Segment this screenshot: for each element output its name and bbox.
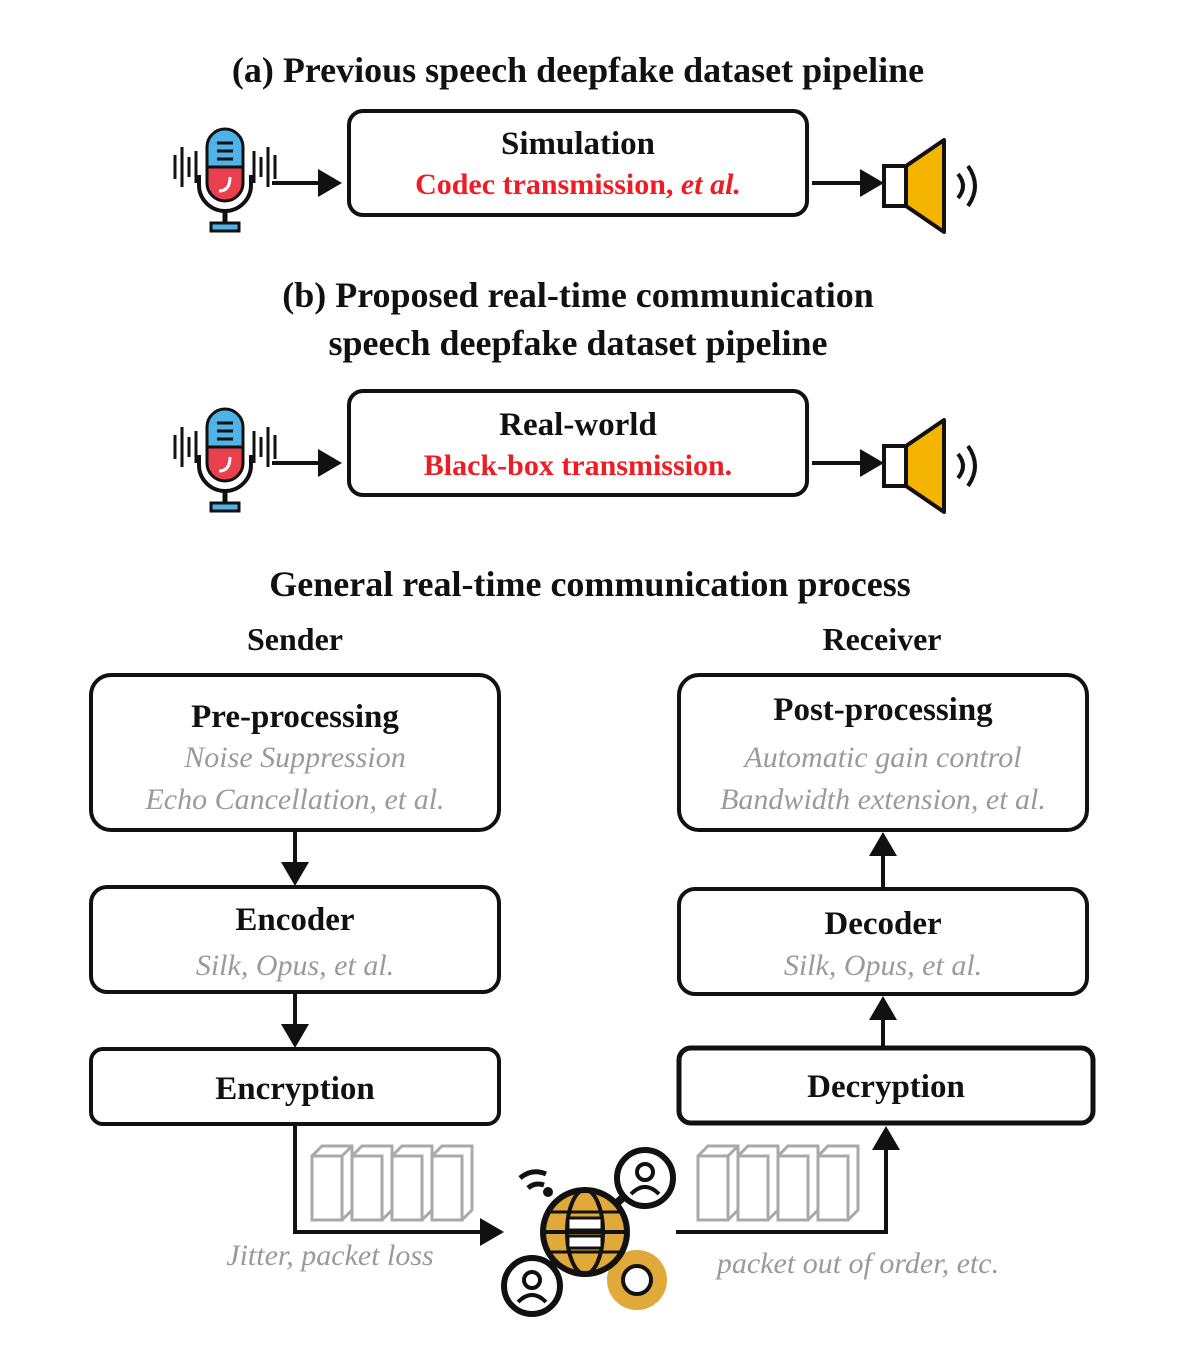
post-processing-box	[677, 673, 1089, 832]
real-world-box-detail: Black-box transmission.	[424, 449, 732, 482]
pre-processing-line: Echo Cancellation, et al.	[144, 783, 444, 816]
speaker-icon	[882, 418, 977, 514]
right-caption: packet out of order, etc.	[715, 1247, 999, 1280]
decoder-line: Silk, Opus, et al.	[784, 949, 982, 982]
process-title: General real-time communication process	[269, 564, 911, 604]
microphone-icon	[175, 129, 275, 231]
pre-processing-line: Noise Suppression	[183, 741, 405, 774]
receiver-label: Receiver	[822, 621, 941, 657]
network-globe-icon	[504, 1150, 673, 1314]
simulation-box-title: Simulation	[501, 126, 655, 162]
post-processing-line: Bandwidth extension, et al.	[720, 783, 1046, 816]
encoder-line: Silk, Opus, et al.	[196, 949, 394, 982]
decoder-box	[677, 887, 1089, 996]
packet-icon	[696, 1144, 860, 1222]
section-a-title: (a) Previous speech deepfake dataset pip…	[232, 50, 924, 90]
left-caption: Jitter, packet loss	[226, 1239, 433, 1272]
real-world-box	[347, 389, 809, 497]
simulation-box	[347, 109, 809, 217]
encoder-title: Encoder	[235, 902, 354, 938]
pre-processing-title: Pre-processing	[191, 699, 399, 735]
decryption-box	[676, 1045, 1096, 1126]
section-b-title-line1: (b) Proposed real-time communication	[282, 275, 874, 315]
decoder-title: Decoder	[824, 906, 941, 942]
section-b-title-line2: speech deepfake dataset pipeline	[329, 323, 828, 363]
simulation-box-detail: Codec transmission, et al.	[415, 168, 741, 201]
sender-label: Sender	[247, 621, 343, 657]
encryption-title: Encryption	[215, 1071, 375, 1107]
speaker-icon	[882, 138, 977, 234]
real-world-box-title: Real-world	[499, 407, 657, 443]
post-processing-line: Automatic gain control	[742, 741, 1021, 774]
packet-icon	[310, 1144, 474, 1222]
microphone-icon	[175, 409, 275, 511]
decryption-title: Decryption	[807, 1069, 965, 1105]
post-processing-title: Post-processing	[773, 692, 993, 728]
